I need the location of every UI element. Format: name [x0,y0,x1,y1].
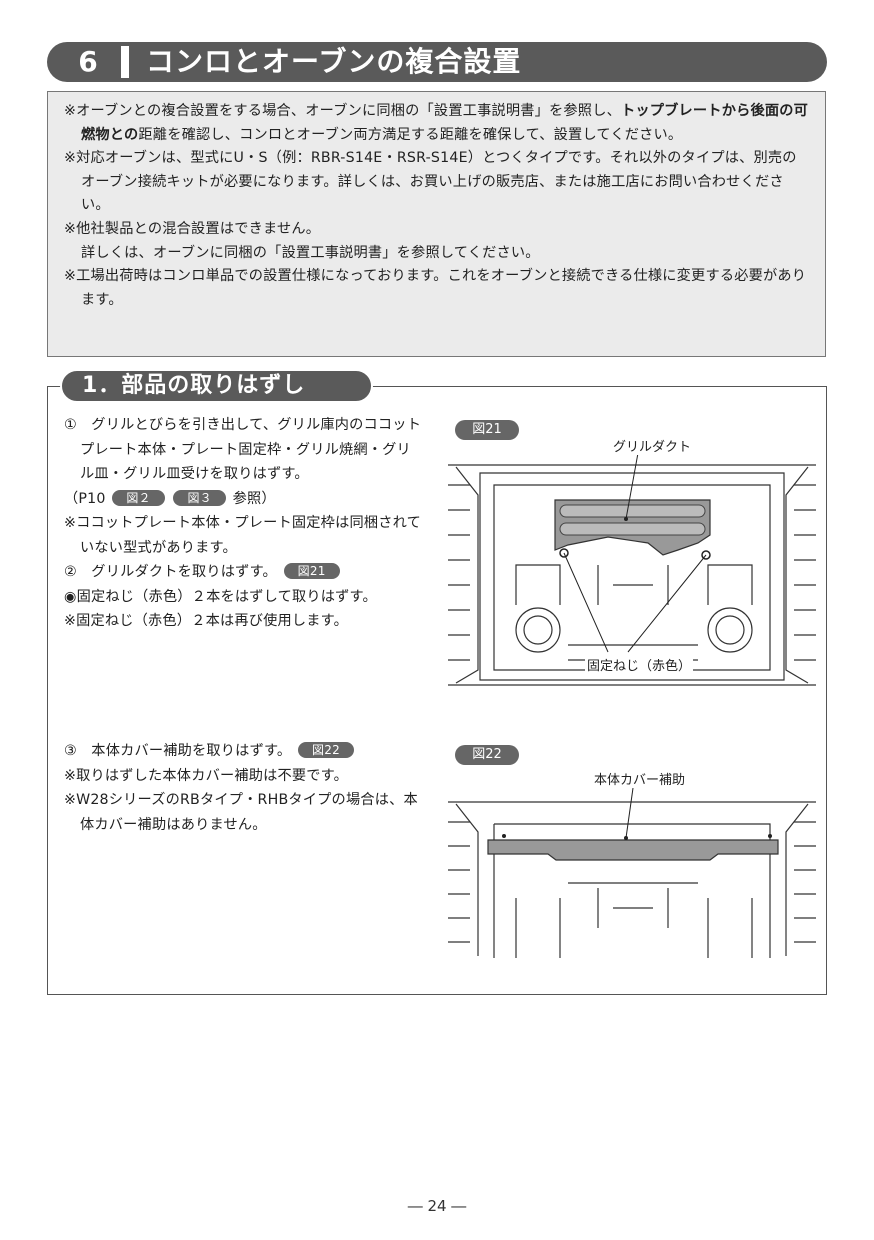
figure-21-illustration [448,455,816,686]
note-item: ※対応オーブンは、型式にU・S（例：RBR-S14E・RSR-S14E）とつくタ… [64,150,797,214]
subsection-title: 1．部品の取りはずし [82,373,306,398]
figure-22-illustration [448,788,816,958]
figure-22-ref-badge: 図22 [298,742,354,758]
step-1-reference: （P10 図２ 図３ 参照） [64,489,276,507]
step-2-note: ※固定ねじ（赤色）２本は再び使用します。 [64,613,349,629]
step-3: ③ 本体カバー補助を取りはずす。 図22 ※取りはずした本体カバー補助は不要です… [64,739,422,837]
note-item: ※オーブンとの複合設置をする場合、オーブンに同梱の「設置工事説明書」を参照し、ト… [64,103,809,143]
subsection-frame [47,386,827,995]
section-title: コンロとオーブンの複合設置 [146,45,522,78]
step-1-text: ① グリルとびらを引き出して、グリル庫内のココットプレート本体・プレート固定枠・… [64,417,422,482]
step-3-note-1: ※取りはずした本体カバー補助は不要です。 [64,767,349,784]
note-emphasis: トップブレートから後面の可燃物との [81,103,809,143]
section-divider [121,46,129,78]
figure-21-badge: 図21 [455,420,519,440]
figure-3-badge: 図３ [173,489,226,506]
step-2-text: ② グリルダクトを取りはずす。 図21 [64,560,422,585]
page-number: ― 24 ― [407,1197,467,1215]
figure-21-label-duct: グリルダクト [613,440,692,455]
section-header-bar [47,42,827,82]
step-1-note: ※ココットプレート本体・プレート固定枠は同梱されていない型式があります。 [64,515,421,556]
note-item: ※工場出荷時はコンロ単品での設置仕様になっております。これをオーブンと接続できる… [64,268,807,308]
figure-21-label-screws: 固定ねじ（赤色） [585,655,694,674]
note-item: ※他社製品との混合設置はできません。 [64,220,321,237]
note-item: 詳しくは、オーブンに同梱の「設置工事説明書」を参照してください。 [81,244,540,261]
figure-2-badge: 図２ [112,489,165,506]
section-number: 6 [67,46,109,78]
step-3-text: ③ 本体カバー補助を取りはずす。 図22 [64,739,422,764]
step-3-note-2: ※W28シリーズのRBタイプ・RHBタイプの場合は、本体カバー補助はありません。 [64,792,418,833]
figure-22-label-cover: 本体カバー補助 [594,773,686,788]
figure-21-ref-badge: 図21 [283,563,340,579]
steps-1-2: ① グリルとびらを引き出して、グリル庫内のココットプレート本体・プレート固定枠・… [64,413,422,634]
step-2-bullet: ◉固定ねじ（赤色）２本をはずして取りはずす。 [64,588,377,605]
subsection-header [60,369,373,403]
figure-22-badge: 図22 [455,745,519,765]
notes-box: ※オーブンとの複合設置をする場合、オーブンに同梱の「設置工事説明書」を参照し、ト… [47,91,826,357]
